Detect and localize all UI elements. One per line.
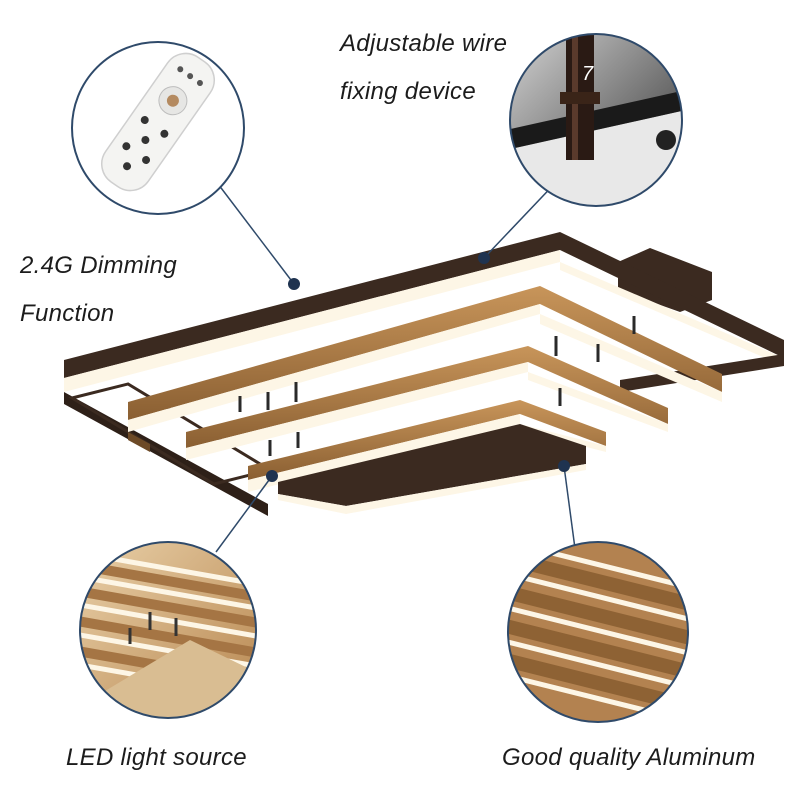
dimming-label-line2: Function — [20, 300, 115, 327]
adjust-marker-icon: 7 — [582, 63, 594, 85]
frame-4 — [248, 400, 606, 492]
remote-inset — [71, 41, 245, 215]
suspension-wires — [238, 316, 636, 456]
wire-fixing-inset: 7 — [509, 33, 683, 207]
ceiling-lamp — [64, 232, 784, 516]
frame-1 — [64, 232, 784, 516]
wire-fixing-label-line1: Adjustable wire — [340, 30, 508, 57]
remote-control-icon — [101, 52, 215, 192]
frame-3 — [186, 346, 668, 460]
led-source-label: LED light source — [66, 744, 247, 771]
dimming-label-line1: 2.4G Dimming — [20, 252, 177, 279]
bottom-plate — [278, 424, 586, 514]
aluminum-inset — [507, 541, 689, 723]
callout-dots — [266, 252, 570, 482]
aluminum-label: Good quality Aluminum — [502, 744, 756, 771]
frame-2 — [128, 286, 722, 452]
led-inset — [79, 541, 257, 719]
wire-fixing-label-line2: fixing device — [340, 78, 476, 105]
